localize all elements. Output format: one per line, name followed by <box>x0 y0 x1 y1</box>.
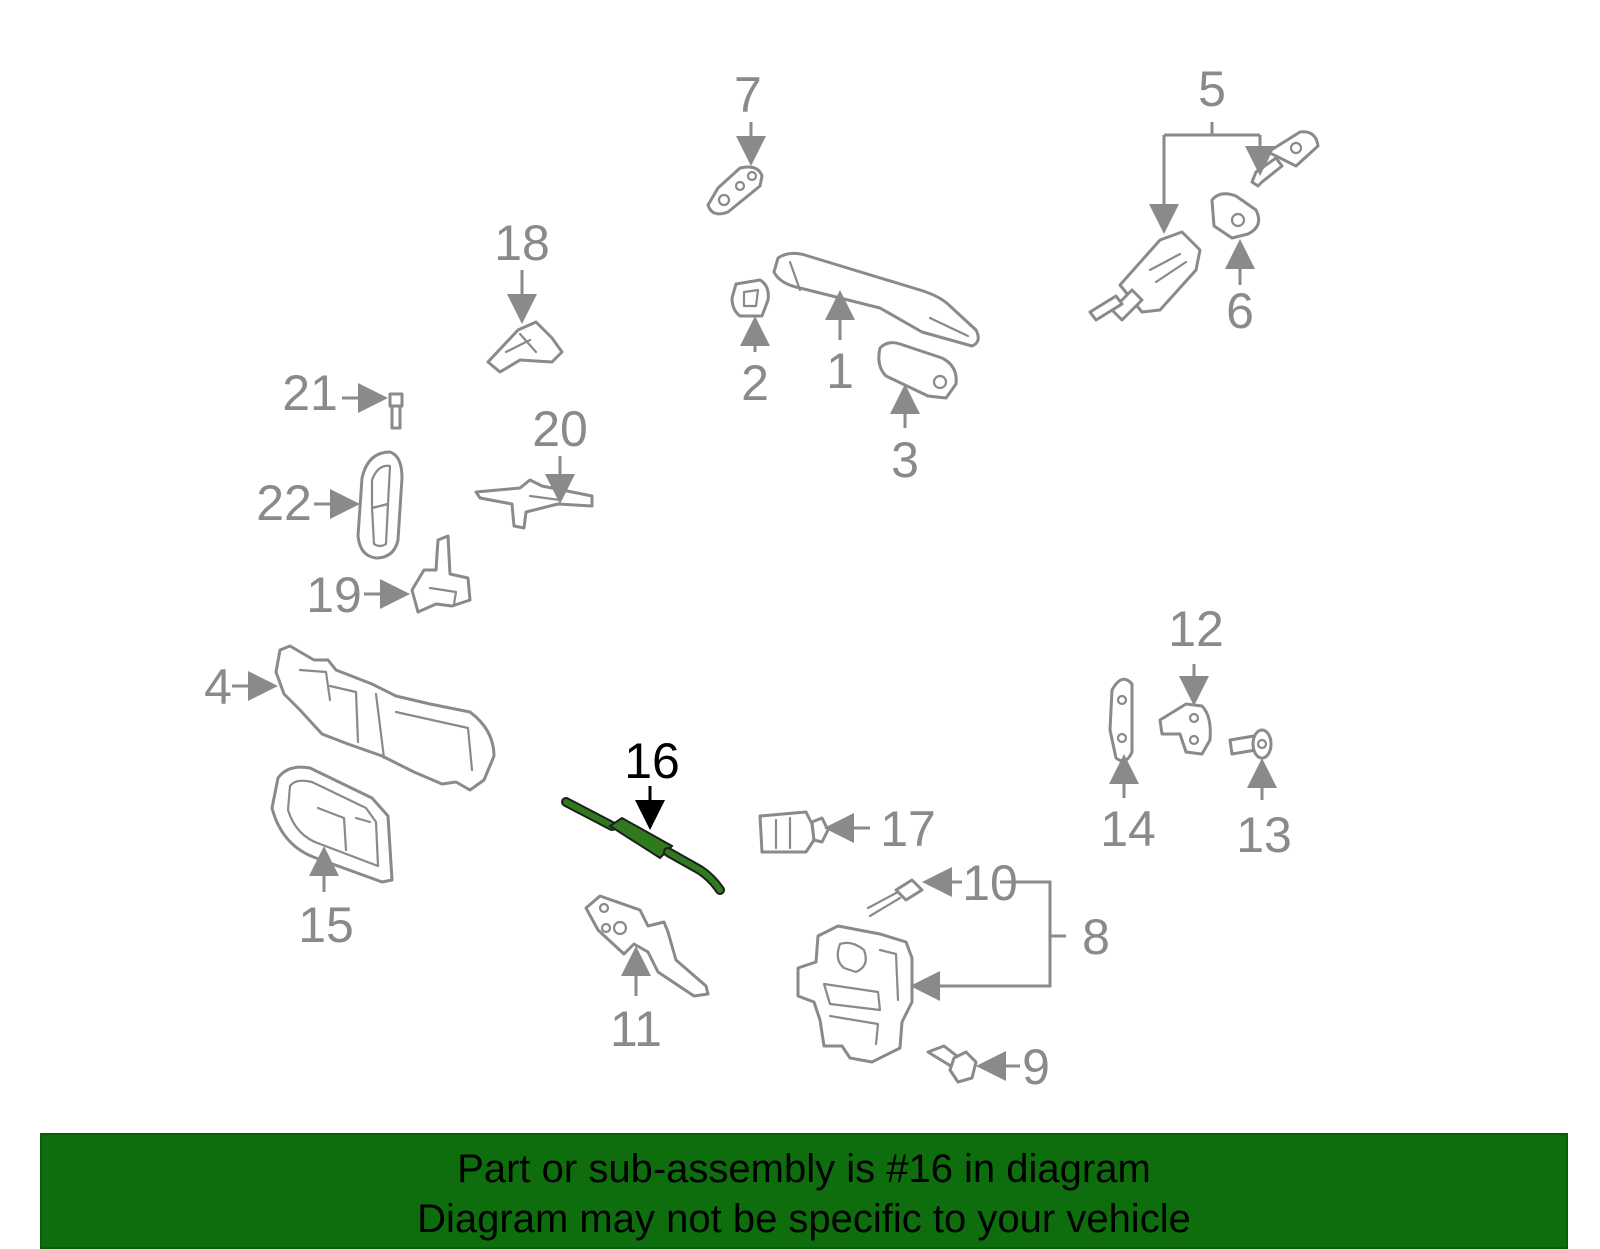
callout-14[interactable]: 14 <box>1100 801 1156 857</box>
callout-6[interactable]: 6 <box>1226 283 1254 339</box>
callout-21[interactable]: 21 <box>282 365 338 421</box>
callout-22[interactable]: 22 <box>256 475 312 531</box>
callout-9[interactable]: 9 <box>1022 1039 1050 1095</box>
callout-4[interactable]: 4 <box>204 659 232 715</box>
part-13-screw[interactable] <box>1228 728 1273 760</box>
callout-12[interactable]: 12 <box>1168 601 1224 657</box>
callout-20[interactable]: 20 <box>532 401 588 457</box>
part-9-bolt[interactable] <box>926 1044 978 1084</box>
leader-8 <box>910 880 1052 1001</box>
part-11-bracket[interactable] <box>584 894 710 998</box>
part-5-key[interactable] <box>1250 130 1320 188</box>
callout-15[interactable]: 15 <box>298 897 354 953</box>
callout-17[interactable]: 17 <box>880 801 936 857</box>
callout-18[interactable]: 18 <box>494 215 550 271</box>
callout-19[interactable]: 19 <box>306 567 362 623</box>
part-8-latch-assembly[interactable] <box>796 924 914 1064</box>
callout-2[interactable]: 2 <box>741 355 769 411</box>
part-22-inside-handle[interactable] <box>356 450 404 560</box>
part-4-handle-frame[interactable] <box>274 644 496 792</box>
part-21-screw[interactable] <box>388 392 404 430</box>
callout-3[interactable]: 3 <box>891 432 919 488</box>
part-18-bracket[interactable] <box>486 320 564 374</box>
part-7-bracket[interactable] <box>706 165 764 216</box>
callout-8[interactable]: 8 <box>1082 909 1110 965</box>
part-10-clip[interactable] <box>866 878 924 918</box>
info-banner: Part or sub-assembly is #16 in diagram D… <box>40 1133 1568 1249</box>
callout-5[interactable]: 5 <box>1198 61 1226 117</box>
callout-7[interactable]: 7 <box>734 67 762 123</box>
part-14-shim[interactable] <box>1108 677 1134 763</box>
part-2-gasket[interactable] <box>730 278 770 318</box>
callout-11[interactable]: 11 <box>610 1001 662 1057</box>
part-20-rod-bracket[interactable] <box>474 478 594 530</box>
part-1-outside-handle[interactable] <box>772 251 980 348</box>
part-15-handle-case[interactable] <box>270 765 394 884</box>
banner-line-2: Diagram may not be specific to your vehi… <box>417 1197 1191 1241</box>
callout-1[interactable]: 1 <box>826 343 854 399</box>
part-16-rod-highlighted[interactable] <box>561 797 725 895</box>
callout-13[interactable]: 13 <box>1236 807 1292 863</box>
part-6-retainer[interactable] <box>1210 192 1261 240</box>
part-12-striker[interactable] <box>1158 702 1212 756</box>
callout-16[interactable]: 16 <box>624 733 680 789</box>
part-3-cover[interactable] <box>877 341 958 400</box>
part-17-connector[interactable] <box>758 810 830 854</box>
part-5-lock-cylinder[interactable] <box>1088 230 1202 322</box>
banner-line-1: Part or sub-assembly is #16 in diagram <box>457 1147 1151 1191</box>
part-19-latch[interactable] <box>410 534 472 614</box>
